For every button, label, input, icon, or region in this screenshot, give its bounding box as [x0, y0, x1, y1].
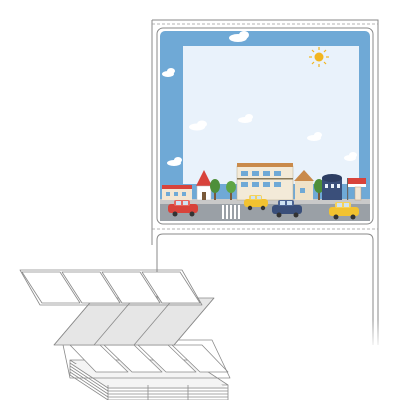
house-icon [294, 170, 314, 200]
car-icon [244, 195, 268, 211]
cloud-icon [307, 132, 322, 141]
blank-label-outline [156, 233, 374, 345]
road [160, 203, 370, 221]
cloud-icon [238, 114, 253, 123]
car-icon [272, 200, 302, 218]
cloud-icon [189, 120, 207, 131]
label-print-area [183, 46, 359, 184]
printed-label [156, 27, 374, 225]
flag-icon [347, 178, 366, 201]
car-icon [168, 200, 198, 217]
apartment-building [236, 163, 294, 201]
tree-icon [210, 179, 220, 200]
house-icon [162, 185, 192, 200]
cloud-icon [162, 68, 175, 77]
tree-icon [314, 179, 324, 200]
car-icon [329, 202, 359, 220]
house-icon [196, 170, 212, 201]
stack-top-labels [61, 339, 231, 379]
town-scene [160, 163, 370, 221]
cloud-icon [344, 152, 357, 161]
crosswalk [222, 205, 240, 219]
backing-sheet [151, 19, 379, 345]
stack-edges [69, 360, 229, 400]
sun-icon [309, 47, 329, 67]
cloud-icon [167, 157, 182, 166]
cloud-icon [229, 31, 249, 42]
fold-sheet-top [19, 269, 203, 306]
fanfold-stack [19, 269, 231, 400]
tree-icon [226, 181, 236, 200]
house-icon [322, 174, 342, 200]
label-strip [151, 19, 379, 345]
fold-sheet-middle [53, 297, 215, 346]
